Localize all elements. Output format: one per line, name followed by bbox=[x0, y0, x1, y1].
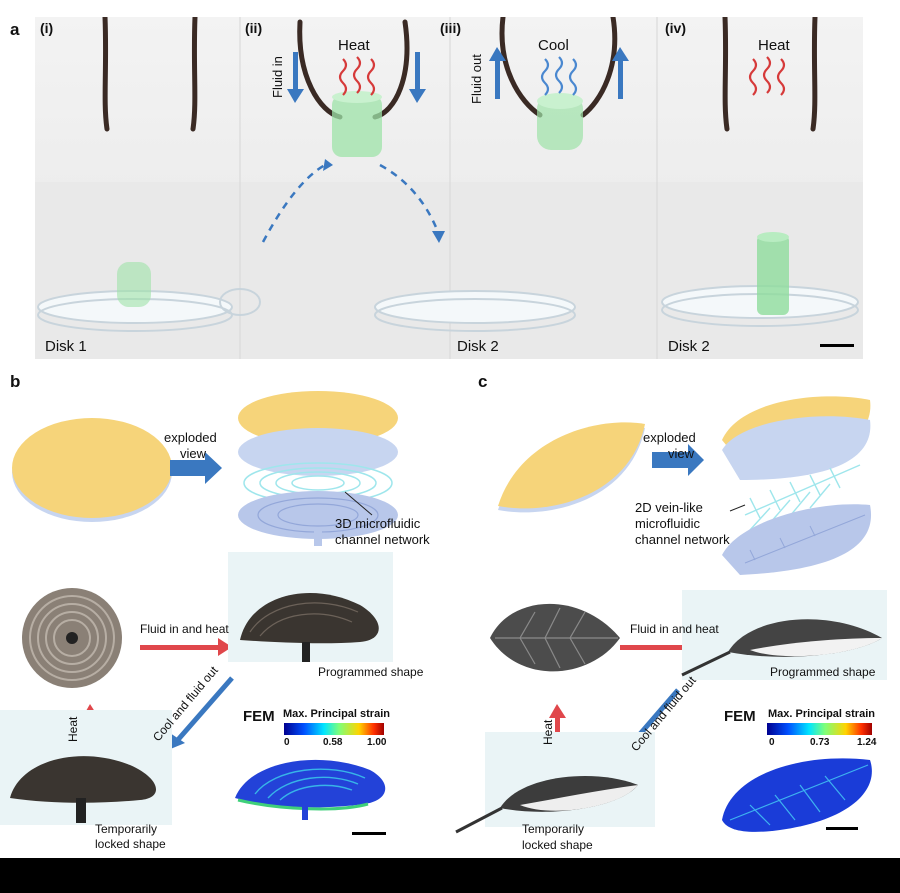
b-exploded: exploded bbox=[164, 430, 217, 445]
c-network-3: channel network bbox=[635, 532, 730, 547]
c-temp-2: locked shape bbox=[522, 838, 593, 852]
b-temp-2: locked shape bbox=[95, 837, 166, 851]
c-view: view bbox=[668, 446, 695, 461]
c-tick-1: 0.73 bbox=[810, 737, 830, 748]
b-tick-2: 1.00 bbox=[367, 737, 387, 748]
b-network-1: 3D microfluidic bbox=[335, 516, 421, 531]
heat-waves-iv bbox=[748, 56, 786, 96]
c-fluid-in-heat: Fluid in and heat bbox=[630, 622, 719, 636]
tube-iii bbox=[537, 93, 583, 150]
c-tick-2: 1.24 bbox=[857, 737, 877, 748]
b-programmed: Programmed shape bbox=[318, 665, 424, 679]
b-tick-1: 0.58 bbox=[323, 737, 343, 748]
b-heat: Heat bbox=[66, 716, 80, 742]
b-fluid-in-heat: Fluid in and heat bbox=[140, 622, 229, 636]
heat-waves-ii bbox=[338, 56, 376, 96]
photo-strip-graphic bbox=[35, 17, 863, 359]
gripper-i bbox=[102, 17, 198, 132]
c-fem: FEM bbox=[724, 708, 756, 725]
b-fem: FEM bbox=[243, 708, 275, 725]
cool-waves-iii bbox=[540, 56, 578, 96]
panel-b-graphic bbox=[0, 391, 398, 835]
c-temp-1: Temporarily bbox=[522, 822, 585, 836]
fluid-in-label: Fluid in bbox=[270, 56, 285, 98]
panel-c-graphic bbox=[455, 396, 887, 834]
panel-label-a: a bbox=[10, 20, 20, 39]
b-network-2: channel network bbox=[335, 532, 430, 547]
cool-label-iii: Cool bbox=[538, 37, 569, 54]
fluid-arrows bbox=[287, 47, 629, 103]
step-label-iii: (iii) bbox=[440, 20, 461, 36]
c-tick-0: 0 bbox=[769, 737, 775, 748]
disk2-label: Disk 2 bbox=[457, 338, 499, 355]
heat-label-iv: Heat bbox=[758, 37, 790, 54]
gripper-iv bbox=[722, 17, 818, 132]
step-label-ii: (ii) bbox=[245, 20, 263, 36]
disk2b-label: Disk 2 bbox=[668, 338, 710, 355]
heat-label-ii: Heat bbox=[338, 37, 370, 54]
bottom-bar bbox=[0, 858, 900, 893]
c-strain-title: Max. Principal strain bbox=[768, 708, 875, 720]
b-temp-1: Temporarily bbox=[95, 822, 158, 836]
c-network-1: 2D vein-like bbox=[635, 500, 703, 515]
c-heat: Heat bbox=[541, 719, 555, 745]
panel-label-c: c bbox=[478, 372, 488, 391]
disk1-label: Disk 1 bbox=[45, 338, 87, 355]
b-tick-0: 0 bbox=[284, 737, 290, 748]
step-label-i: (i) bbox=[40, 20, 54, 36]
panel-label-b: b bbox=[10, 372, 21, 391]
c-network-2: microfluidic bbox=[635, 516, 701, 531]
b-view: view bbox=[180, 446, 207, 461]
tube-ii bbox=[332, 91, 382, 157]
photo-strip-a bbox=[35, 17, 863, 359]
fluid-out-label: Fluid out bbox=[469, 54, 484, 104]
c-exploded: exploded bbox=[643, 430, 696, 445]
gripper-iii bbox=[499, 17, 618, 118]
b-strain-title: Max. Principal strain bbox=[283, 708, 390, 720]
c-programmed: Programmed shape bbox=[770, 665, 876, 679]
step-label-iv: (iv) bbox=[665, 20, 686, 36]
